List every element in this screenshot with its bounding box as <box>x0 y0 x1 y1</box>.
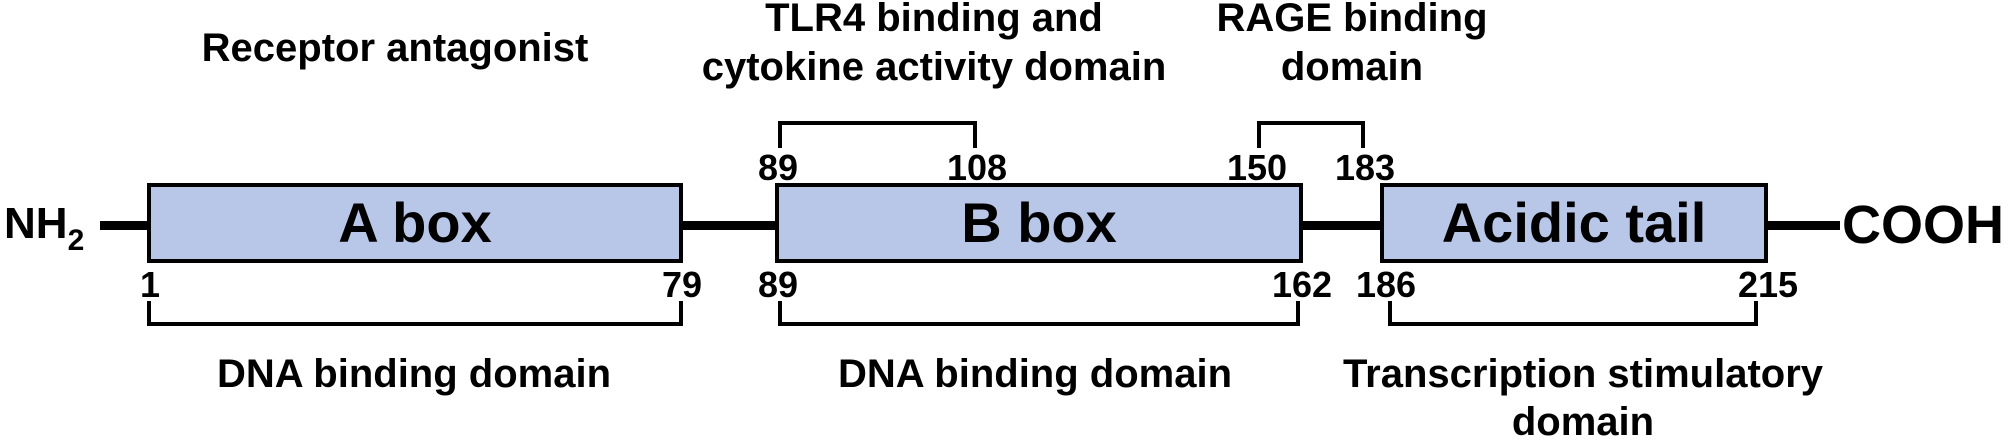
acidic-tail-end-residue: 215 <box>1737 264 1799 305</box>
tlr4-start-residue: 89 <box>757 147 799 188</box>
dna-binding-domain-label-a: DNA binding domain <box>216 352 612 396</box>
c-terminus-label: COOH <box>1842 195 2004 255</box>
b-box-end-residue: 162 <box>1271 264 1333 305</box>
domain-box-a-label: A box <box>338 191 492 254</box>
domain-box-b-label: B box <box>961 191 1117 254</box>
a-box-start-residue: 1 <box>139 264 161 305</box>
rage-binding-label: RAGE binding domain <box>1052 0 1652 92</box>
tlr4-end-residue: 108 <box>946 147 1008 188</box>
n-terminus-subscript: 2 <box>67 224 85 257</box>
b-box-start-residue: 89 <box>757 264 799 305</box>
domain-box-a: A box <box>147 183 683 263</box>
domain-box-acidic-tail-label: Acidic tail <box>1441 191 1707 254</box>
rage-start-residue: 150 <box>1226 147 1288 188</box>
tlr4-binding-label-line1: TLR4 binding and <box>765 0 1103 40</box>
n-terminus-label: NH2 <box>4 199 84 258</box>
receptor-antagonist-label: Receptor antagonist <box>201 26 589 70</box>
tlr4-binding-label: TLR4 binding and cytokine activity domai… <box>634 0 1234 92</box>
transcription-stimulatory-label-line2: domain <box>1511 400 1655 443</box>
transcription-stimulatory-label: Transcription stimulatory domain <box>1283 350 1883 443</box>
rage-end-residue: 183 <box>1334 147 1396 188</box>
b-box-span-bracket <box>778 301 1300 326</box>
rage-binding-label-line1: RAGE binding <box>1216 0 1488 40</box>
tlr4-binding-label-line2: cytokine activity domain <box>701 45 1167 89</box>
domain-box-b: B box <box>775 183 1303 263</box>
transcription-stimulatory-label-line1: Transcription stimulatory <box>1342 352 1824 396</box>
acidic-tail-start-residue: 186 <box>1355 264 1417 305</box>
a-box-span-bracket <box>147 301 683 326</box>
acidic-tail-span-bracket <box>1388 301 1758 326</box>
n-terminus-text: NH <box>4 199 68 248</box>
dna-binding-domain-label-b: DNA binding domain <box>837 352 1233 396</box>
tlr4-range-bracket <box>778 121 977 148</box>
rage-binding-label-line2: domain <box>1280 45 1424 89</box>
rage-range-bracket <box>1257 121 1365 148</box>
domain-box-acidic-tail: Acidic tail <box>1380 183 1768 263</box>
a-box-end-residue: 79 <box>661 264 703 305</box>
